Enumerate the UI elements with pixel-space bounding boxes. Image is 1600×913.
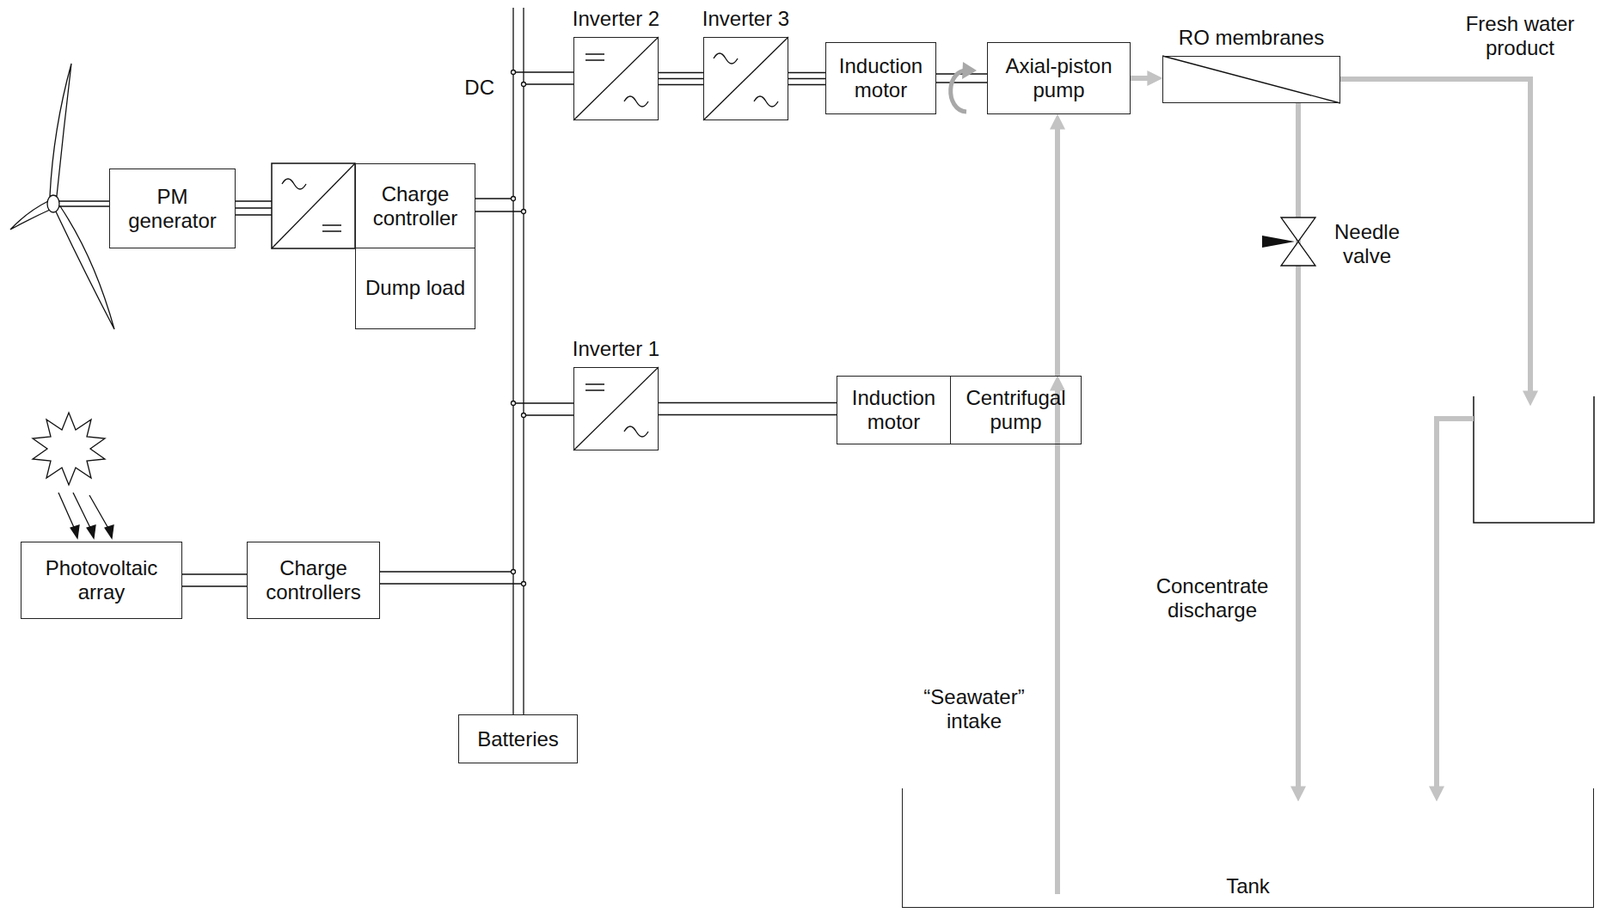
- dc-symbol: [322, 225, 342, 232]
- motor-box: Induction motor: [836, 375, 951, 445]
- connector: [1298, 103, 1300, 790]
- water-pipe: [1130, 75, 1151, 81]
- box-label: Batteries: [477, 727, 559, 752]
- wire-line: [658, 78, 704, 80]
- turbine-blade: [10, 201, 50, 230]
- wire-line: [788, 72, 826, 74]
- wire-line: [788, 84, 826, 86]
- box-label: Centrifugal pump: [954, 386, 1078, 434]
- motor-box: Induction motor: [825, 42, 937, 115]
- box-label: Induction motor: [829, 54, 932, 102]
- box-label: Axial-piston pump: [991, 54, 1127, 102]
- battery-box: Batteries: [458, 714, 578, 764]
- tank: Tank: [901, 788, 1594, 908]
- turbine-shaft: [58, 201, 110, 207]
- connector: [1057, 387, 1059, 895]
- turbine-blade: [55, 206, 115, 330]
- dc-symbol: [585, 54, 605, 61]
- ac-symbol: [624, 96, 649, 107]
- turbine-hub: [47, 195, 60, 213]
- wire-line: [182, 573, 247, 575]
- dc-symbol: [585, 384, 605, 391]
- water-pipe: [1295, 103, 1301, 790]
- membrane-diagonal: [1162, 55, 1341, 104]
- pump-box: Centrifugal pump: [950, 375, 1082, 445]
- bus-label: DC: [447, 75, 495, 100]
- controller-box: Charge controllers: [246, 541, 381, 620]
- ac-symbol: [281, 178, 307, 190]
- wire-line: [788, 78, 826, 80]
- converter-diagonal: [573, 367, 659, 451]
- inverter-box: Inverter 1: [573, 367, 659, 451]
- connector: [936, 73, 987, 83]
- wire-line: [936, 81, 987, 83]
- bus-wire: [475, 198, 524, 212]
- ac-symbol: [624, 426, 649, 437]
- box-label: Charge controller: [359, 182, 472, 230]
- connector: [658, 73, 704, 86]
- valve-label: Needle valve: [1324, 220, 1410, 270]
- wire-line: [658, 414, 837, 416]
- wire-line: [658, 402, 837, 404]
- ac-symbol: [754, 96, 779, 107]
- turbine-blade: [49, 63, 72, 197]
- water-pipe: [1054, 387, 1061, 895]
- ac-wire: [235, 201, 272, 215]
- box-label: Photovoltaic array: [24, 556, 178, 604]
- generator-box: PM generator: [109, 168, 236, 249]
- ac-symbol: [713, 53, 738, 64]
- flow-label: “Seawater” intake: [916, 685, 1032, 735]
- needle-valve: [1262, 217, 1316, 266]
- flow-label: Concentrate discharge: [1147, 574, 1277, 624]
- connector: [1130, 78, 1151, 80]
- membrane-box: RO membranes: [1162, 55, 1341, 104]
- water-pipe: [1054, 126, 1061, 376]
- box-label: Dump load: [365, 275, 466, 301]
- converter-diagonal: [573, 36, 659, 121]
- connector: [182, 574, 247, 587]
- wire-line: [658, 72, 704, 74]
- inverter-box: Inverter 2: [573, 36, 659, 121]
- box-label: Tank: [1226, 874, 1270, 899]
- connector: [788, 73, 826, 86]
- rectifier-box: [271, 163, 356, 249]
- inverter-box: Inverter 3: [703, 36, 789, 121]
- pump-box: Axial-piston pump: [986, 42, 1131, 115]
- sun-ray: [58, 492, 111, 532]
- junction-dot: [511, 70, 527, 587]
- box-heading: Inverter 1: [572, 337, 660, 362]
- converter-diagonal: [271, 163, 356, 249]
- bus-wire: [380, 571, 524, 584]
- rotation-arrow: [950, 61, 977, 112]
- product-tank: [1473, 396, 1594, 523]
- box-label: Charge controllers: [251, 556, 376, 604]
- array-box: Photovoltaic array: [20, 541, 183, 620]
- box-heading: Inverter 3: [702, 6, 790, 31]
- sun-symbol: [32, 412, 105, 485]
- connector: [658, 403, 837, 416]
- converter-diagonal: [703, 36, 789, 121]
- flow-label: Fresh water product: [1455, 12, 1585, 62]
- box-heading: RO membranes: [1178, 25, 1325, 50]
- ray-arrowhead: [70, 525, 114, 539]
- controller-box: Charge controller: [355, 163, 476, 249]
- overflow-pipe: [1436, 418, 1474, 790]
- wire-line: [182, 585, 247, 587]
- load-box: Dump load: [355, 247, 476, 330]
- dc-bus: [513, 7, 524, 715]
- connector: [1057, 126, 1059, 376]
- wire-line: [658, 84, 704, 86]
- box-heading: Inverter 2: [572, 6, 660, 31]
- box-label: PM generator: [113, 184, 232, 233]
- box-label: Induction motor: [840, 386, 947, 434]
